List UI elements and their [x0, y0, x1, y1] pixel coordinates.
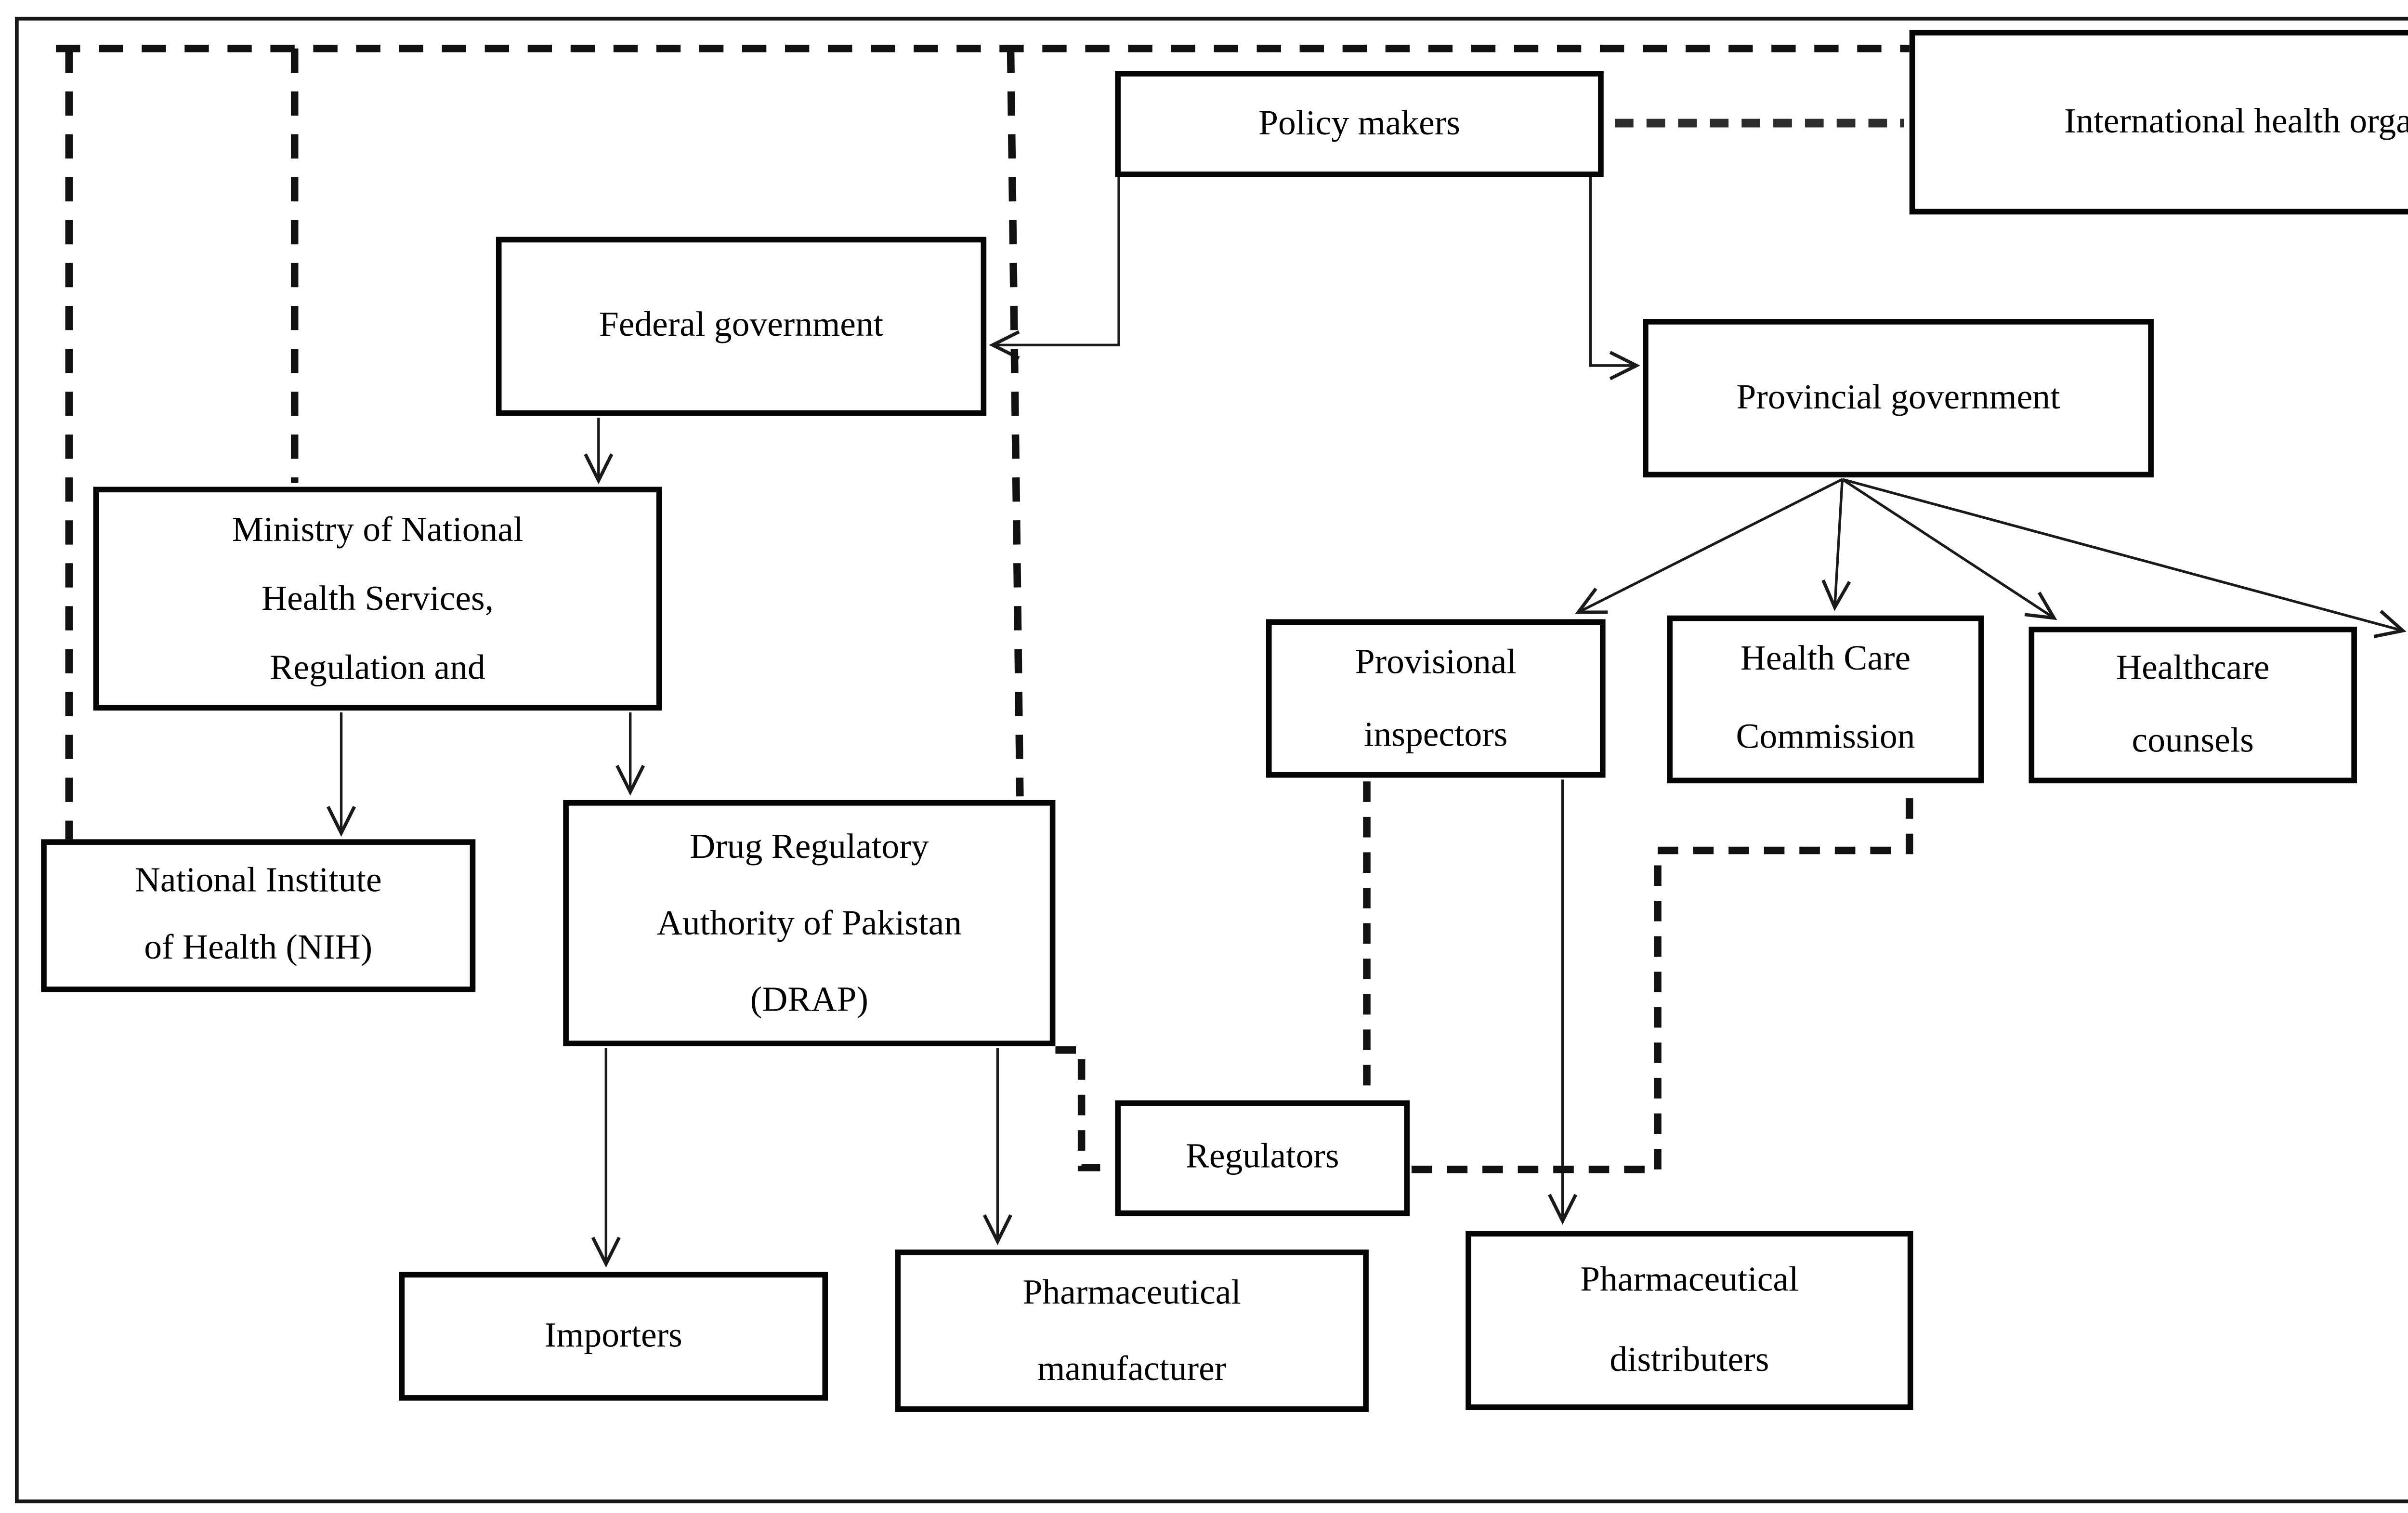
boundary-dashed-vertical-right — [1007, 48, 1024, 797]
node-label: Drug Regulatory — [690, 827, 929, 867]
edge-drap-to-regulators — [1055, 1046, 1112, 1171]
node-label: International health organizations — [2064, 102, 2408, 141]
node-nih: National Institute of Health (NIH) — [41, 839, 476, 992]
edge-provincial-to-counsels — [1841, 478, 2057, 620]
node-ministry-nhsrc: Ministry of National Health Services, Re… — [93, 487, 662, 711]
node-label: Pharmaceutical — [1580, 1261, 1799, 1300]
node-label: of Health (NIH) — [144, 929, 373, 968]
node-label: Provincial government — [1736, 378, 2060, 417]
node-healthcare-counsels: Healthcare counsels — [2028, 626, 2357, 784]
node-drap: Drug Regulatory Authority of Pakistan (D… — [563, 800, 1056, 1047]
node-label: Policy makers — [1258, 103, 1460, 143]
node-health-care-commission: Health Care Commission — [1667, 615, 1984, 784]
node-label: (DRAP) — [750, 980, 868, 1019]
node-policy-makers: Policy makers — [1115, 71, 1604, 177]
node-label: Federal government — [599, 305, 884, 345]
node-label: Regulation and — [270, 648, 485, 687]
node-importers: Importers — [399, 1272, 828, 1401]
edge-policy-to-federal — [989, 177, 1120, 360]
node-label: Health Services, — [261, 579, 494, 618]
edge-provincial-to-academia — [1842, 478, 2407, 638]
node-label: Authority of Pakistan — [656, 903, 962, 943]
node-label: National Institute — [134, 861, 382, 901]
node-label: Health Care — [1740, 640, 1911, 679]
edge-provincial-to-hcc — [1821, 479, 1851, 611]
node-label: distributers — [1610, 1341, 1769, 1381]
node-label: Pharmaceutical — [1022, 1273, 1241, 1312]
node-label: Commission — [1736, 718, 1915, 757]
node-pharmaceutical-manufacturer: Pharmaceutical manufacturer — [895, 1250, 1369, 1412]
node-regulators: Regulators — [1115, 1100, 1410, 1216]
node-label: Regulators — [1185, 1137, 1339, 1177]
node-label: Provisional — [1355, 642, 1517, 682]
node-label: Importers — [544, 1316, 682, 1355]
node-label: Healthcare — [2116, 649, 2270, 688]
node-label: manufacturer — [1037, 1349, 1227, 1389]
edge-policy-to-provincial — [1589, 177, 1640, 381]
node-label: Ministry of National — [232, 510, 523, 550]
node-international-health-organizations: International health organizations — [1909, 29, 2408, 215]
node-federal-government: Federal government — [496, 237, 987, 416]
node-pharmaceutical-distributers: Pharmaceutical distributers — [1466, 1231, 1913, 1410]
node-label: inspectors — [1364, 715, 1508, 755]
outer-border — [14, 16, 2408, 1503]
edge-provincial-to-inspectors — [1575, 478, 1843, 614]
node-provisional-inspectors: Provisional inspectors — [1266, 619, 1606, 778]
node-label: counsels — [2132, 722, 2254, 761]
node-provincial-government: Provincial government — [1643, 319, 2154, 478]
edge-regulators-to-hcc — [1411, 789, 1913, 1173]
